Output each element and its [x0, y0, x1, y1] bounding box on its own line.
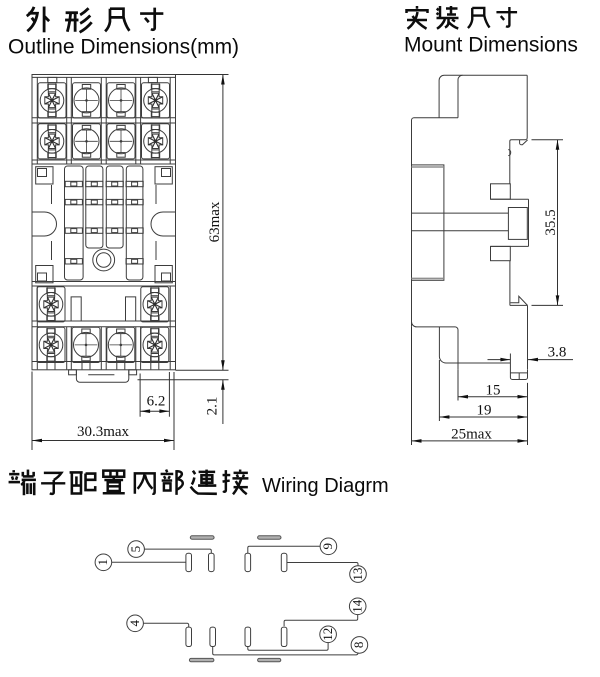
- svg-text:8: 8: [351, 642, 366, 649]
- svg-text:1: 1: [95, 559, 110, 566]
- svg-text:15: 15: [486, 383, 501, 399]
- svg-text:Mount Dimensions: Mount Dimensions: [404, 34, 578, 57]
- svg-text:14: 14: [350, 599, 365, 613]
- svg-text:13: 13: [350, 568, 365, 581]
- svg-text:25max: 25max: [451, 427, 492, 443]
- svg-text:30.3max: 30.3max: [77, 424, 130, 440]
- svg-text:12: 12: [320, 628, 335, 641]
- svg-text:63max: 63max: [207, 201, 223, 242]
- svg-text:3.8: 3.8: [548, 345, 567, 361]
- svg-text:Outline Dimensions(mm): Outline Dimensions(mm): [8, 36, 239, 59]
- svg-text:19: 19: [477, 403, 492, 419]
- svg-text:5: 5: [128, 546, 143, 553]
- svg-text:4: 4: [127, 620, 142, 627]
- svg-text:35.5: 35.5: [543, 209, 559, 235]
- svg-text:Wiring Diagrm: Wiring Diagrm: [262, 475, 389, 497]
- svg-text:6.2: 6.2: [147, 394, 166, 410]
- svg-text:9: 9: [320, 543, 335, 550]
- svg-text:2.1: 2.1: [205, 397, 221, 416]
